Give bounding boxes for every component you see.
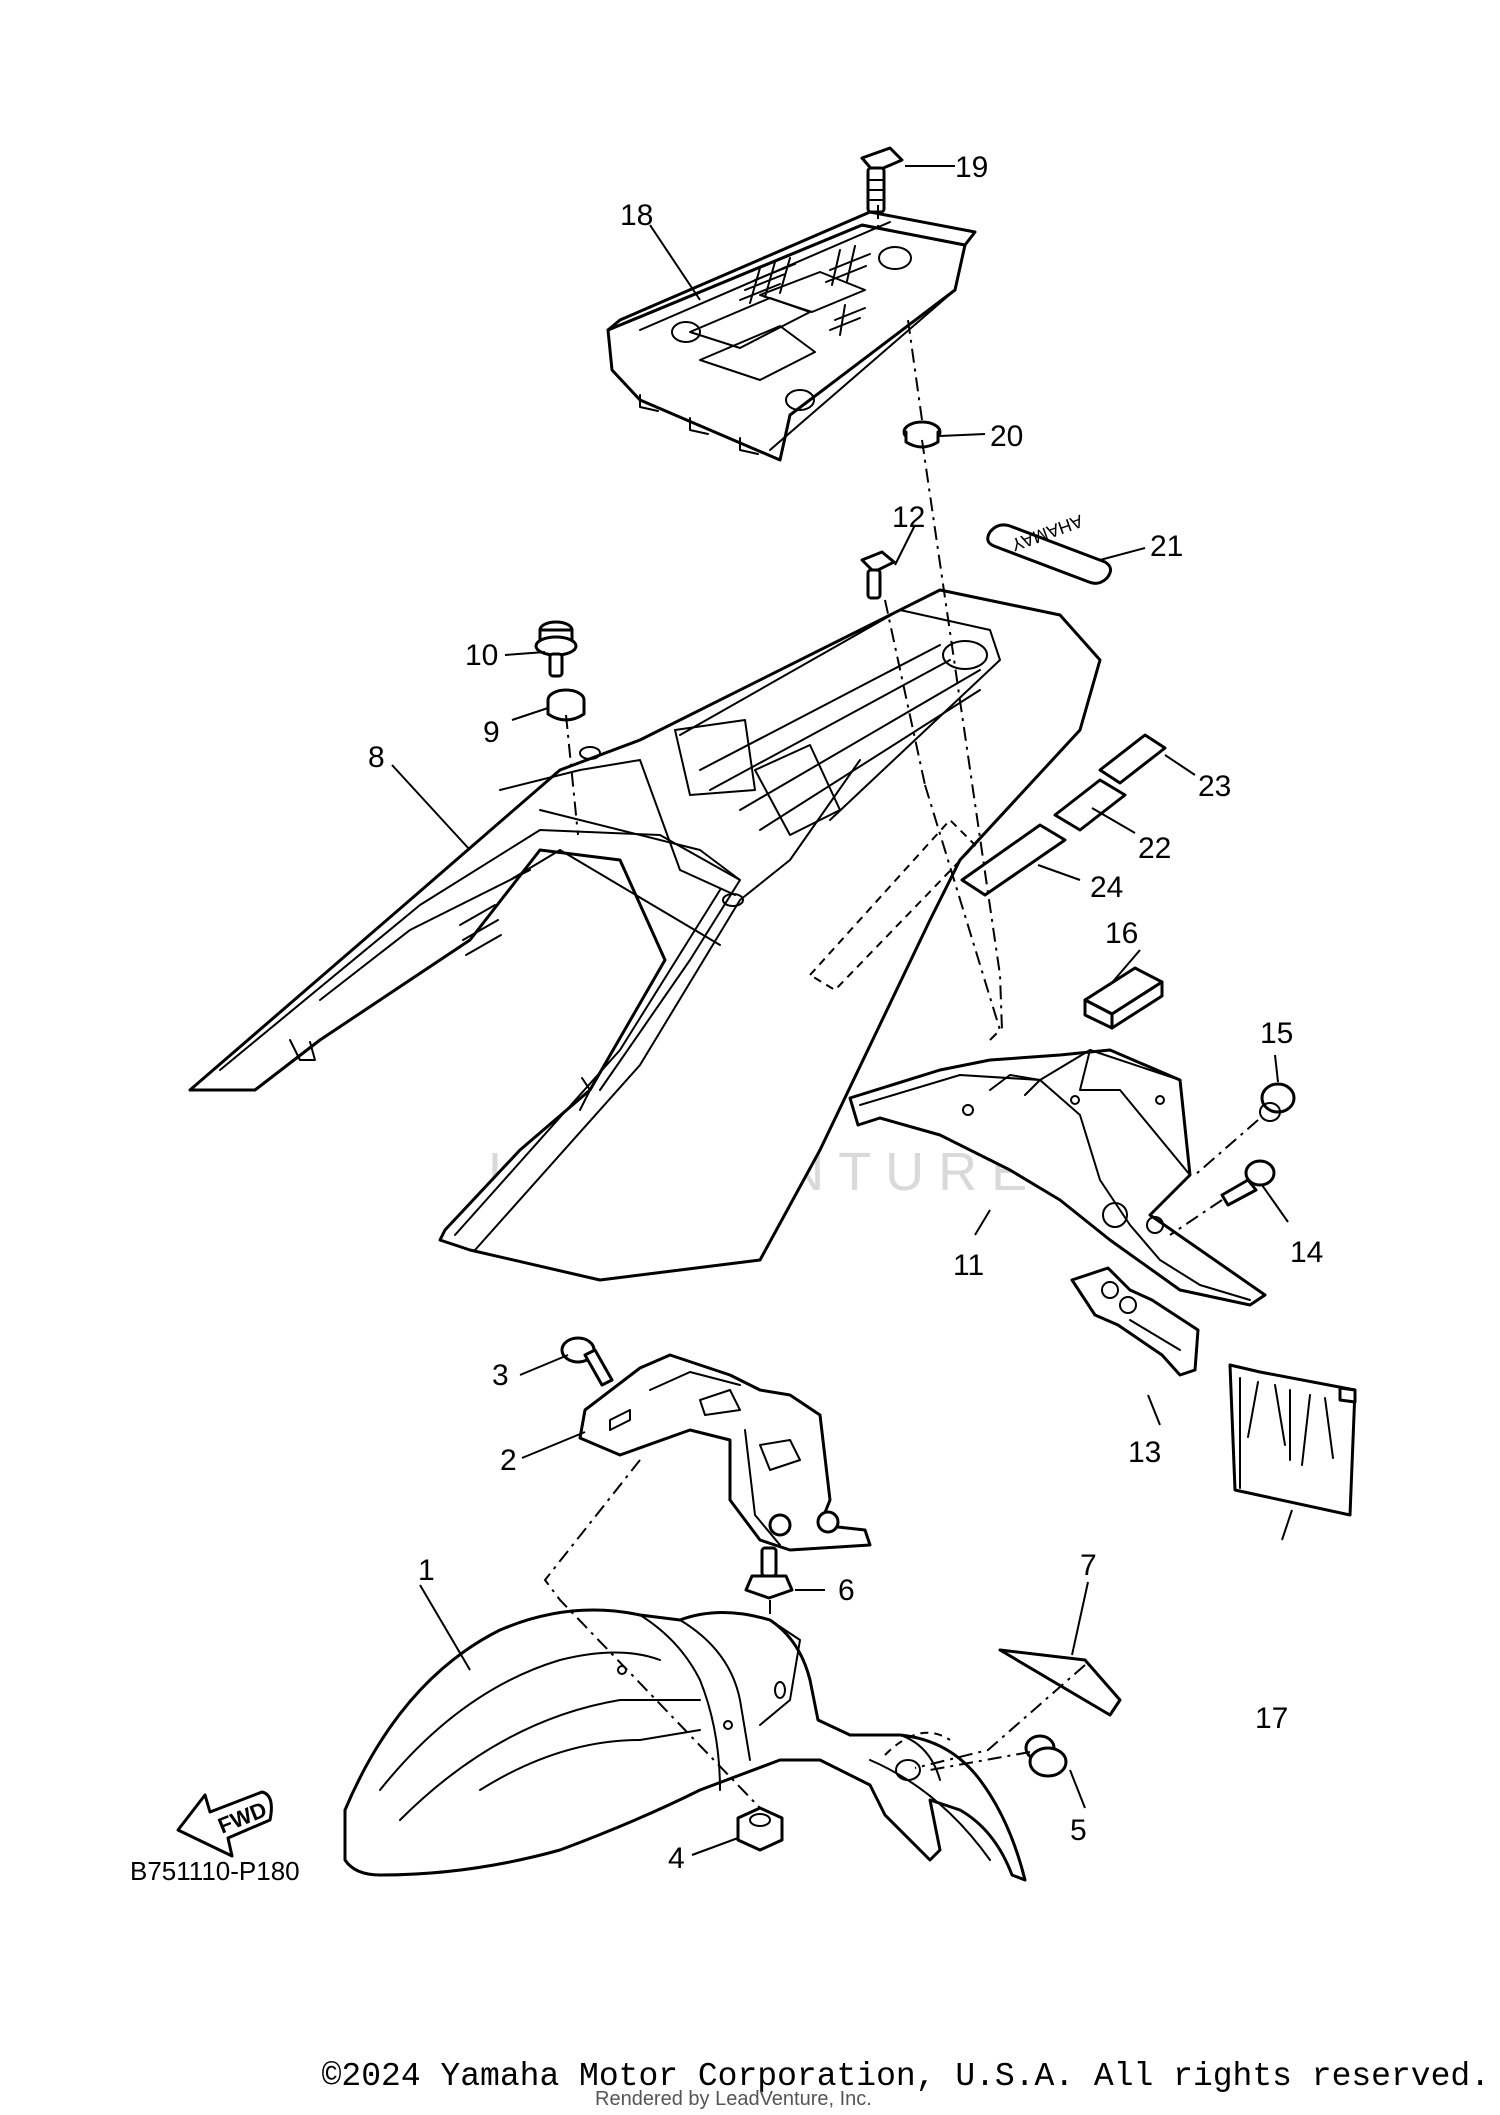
- part-5-grommet[interactable]: [1024, 1734, 1068, 1778]
- callout-3: 3: [492, 1359, 509, 1392]
- part-20-grommet[interactable]: [902, 420, 942, 449]
- callout-19: 19: [955, 151, 988, 184]
- part-24-sticker[interactable]: [960, 823, 1067, 897]
- part-22-sticker[interactable]: [1053, 778, 1127, 832]
- part-12-bolt[interactable]: [860, 550, 896, 600]
- callout-21: 21: [1150, 530, 1183, 563]
- callout-17: 17: [1255, 1702, 1288, 1735]
- part-8-rear-fender[interactable]: [188, 588, 1102, 1282]
- part-1-front-fender[interactable]: [343, 1608, 1027, 1882]
- part-17-reflector[interactable]: [1228, 1363, 1357, 1517]
- callout-18: 18: [620, 199, 653, 232]
- part-18-carrier[interactable]: [606, 210, 977, 462]
- part-4-nut[interactable]: [736, 1806, 784, 1852]
- part-10-bolt[interactable]: [534, 620, 578, 678]
- callout-7: 7: [1080, 1549, 1097, 1582]
- part-3-screw[interactable]: [560, 1336, 614, 1387]
- rendered-by-notice: Rendered by LeadVenture, Inc.: [595, 2088, 872, 2110]
- part-7-sticker[interactable]: [998, 1648, 1122, 1717]
- part-19-bolt[interactable]: [860, 146, 904, 214]
- callout-5: 5: [1070, 1814, 1087, 1847]
- callout-24: 24: [1090, 871, 1123, 904]
- callout-1: 1: [418, 1554, 435, 1587]
- part-14-bolt[interactable]: [1220, 1159, 1276, 1207]
- callout-12: 12: [892, 501, 925, 534]
- part-11-fender-lower[interactable]: [848, 1048, 1267, 1307]
- callout-6: 6: [838, 1574, 855, 1607]
- callout-20: 20: [990, 420, 1023, 453]
- copyright-notice: ©2024 Yamaha Motor Corporation, U.S.A. A…: [321, 2058, 1490, 2095]
- callout-9: 9: [483, 716, 500, 749]
- callout-labels: 1 2 3 4 5 6 7 8 9 10 11 12 13 14 15 16 1…: [368, 151, 1323, 1875]
- callout-15: 15: [1260, 1017, 1293, 1050]
- callout-8: 8: [368, 741, 385, 774]
- part-6-bolt[interactable]: [744, 1546, 794, 1600]
- callout-11: 11: [953, 1249, 984, 1282]
- callout-16: 16: [1105, 917, 1138, 950]
- part-21-decal[interactable]: YAMAHA: [986, 511, 1112, 585]
- callout-22: 22: [1138, 832, 1171, 865]
- part-23-sticker[interactable]: [1098, 733, 1167, 785]
- callout-4: 4: [668, 1842, 685, 1875]
- leader-lines: [391, 165, 1293, 1856]
- callout-10: 10: [465, 639, 498, 672]
- part-2-bracket[interactable]: [578, 1353, 872, 1552]
- part-13-bracket[interactable]: [1070, 1266, 1200, 1377]
- callout-2: 2: [500, 1444, 517, 1477]
- fwd-arrow-icon: FWD: [176, 1790, 273, 1858]
- diagram-code: B751110-P180: [130, 1856, 300, 1886]
- part-15-grommet[interactable]: [1259, 1082, 1296, 1122]
- part-16-plate[interactable]: [1083, 966, 1164, 1030]
- assembly-lines: [543, 205, 1259, 1809]
- callout-23: 23: [1198, 770, 1231, 803]
- callout-13: 13: [1128, 1436, 1161, 1469]
- callout-14: 14: [1290, 1236, 1323, 1269]
